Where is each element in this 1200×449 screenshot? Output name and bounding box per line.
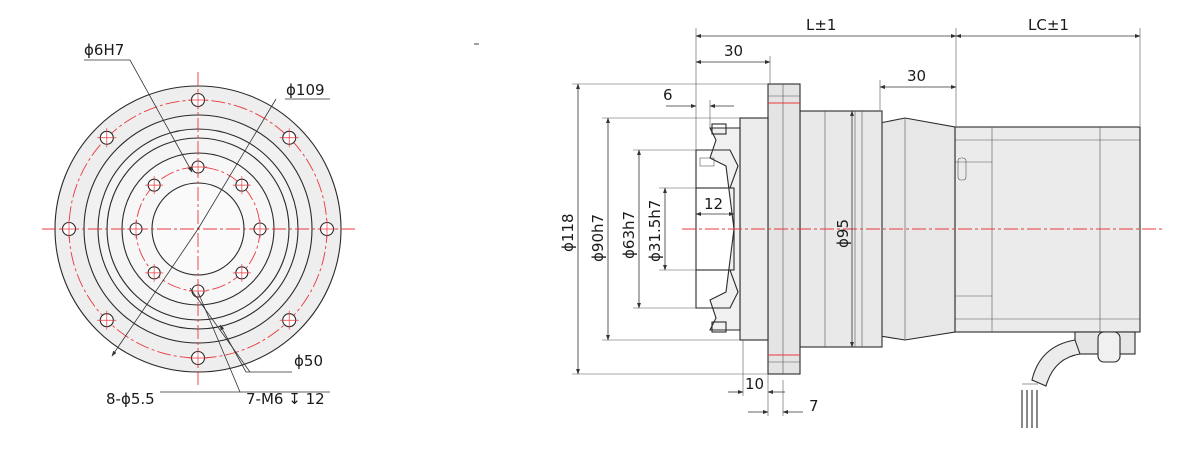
mounting-hole xyxy=(317,219,337,239)
boss-length-label: 12 xyxy=(704,195,723,213)
mounting-hole xyxy=(59,219,79,239)
flange-thickness-label: 10 xyxy=(745,375,764,393)
motor-key-slot xyxy=(957,157,967,181)
flange-step-label: 7 xyxy=(809,397,819,415)
body-dia-label: ϕ95 xyxy=(834,219,852,248)
inner-circle-label: ϕ50 xyxy=(294,352,323,370)
motor-body xyxy=(954,126,1141,333)
keyway-slot xyxy=(699,157,715,167)
threaded-hole xyxy=(232,263,251,282)
thread-depth-value: 12 xyxy=(306,390,325,408)
threaded-hole xyxy=(127,220,145,238)
bore-label: ϕ6H7 xyxy=(84,41,124,59)
mounting-hole xyxy=(188,348,208,368)
threaded-hole xyxy=(145,176,164,195)
output-disc xyxy=(709,127,741,331)
pilot-dia-label: ϕ90h7 xyxy=(589,214,607,262)
output-disc-hatch-strip-bottom xyxy=(711,321,727,333)
side-horizontal-dimensions xyxy=(666,28,1141,416)
side-view: L±1 LC±1 30 30 6 12 10 7 ϕ118 ϕ90h7 ϕ63h… xyxy=(559,16,1162,428)
center-bore-dia-label: ϕ31.5h7 xyxy=(646,200,664,262)
mounting-hole xyxy=(279,310,299,330)
mounting-hole xyxy=(279,128,299,148)
motor-length-label: LC±1 xyxy=(1028,16,1069,34)
flange-dia-label: ϕ118 xyxy=(559,213,577,252)
mounting-hole xyxy=(97,310,117,330)
output-dia-label: ϕ63h7 xyxy=(620,211,638,259)
motor-section-label: 30 xyxy=(907,67,926,85)
front-view: ϕ6H7 ϕ109 ϕ50 8-ϕ5.5 7-M6 ↧ 12 xyxy=(42,41,355,408)
side-vertical-dimensions xyxy=(572,83,854,375)
threaded-hole xyxy=(145,263,164,282)
mounting-hole xyxy=(188,90,208,110)
output-disc-hatch-strip-top xyxy=(711,123,727,135)
threaded-holes xyxy=(127,158,269,300)
front-leaders xyxy=(84,59,330,393)
mounting-hole xyxy=(97,128,117,148)
depth-symbol-icon: ↧ xyxy=(288,390,301,408)
flange-to-face-label: 30 xyxy=(724,42,743,60)
thread-holes-label: 7-M6 ↧ 12 xyxy=(246,390,325,408)
length-label: L±1 xyxy=(806,16,836,34)
threaded-hole xyxy=(232,176,251,195)
center-pin-hole xyxy=(189,158,207,176)
motor-cable xyxy=(1021,331,1136,428)
bolt-circle-label: ϕ109 xyxy=(286,81,325,99)
face-offset-label: 6 xyxy=(663,86,673,104)
output-disc-hatch-top xyxy=(695,149,739,189)
threaded-hole xyxy=(189,282,207,300)
thread-holes-spec: 7-M6 xyxy=(246,390,283,408)
mounting-holes xyxy=(59,90,337,368)
mount-holes-label: 8-ϕ5.5 xyxy=(106,390,155,408)
threaded-hole xyxy=(251,220,269,238)
